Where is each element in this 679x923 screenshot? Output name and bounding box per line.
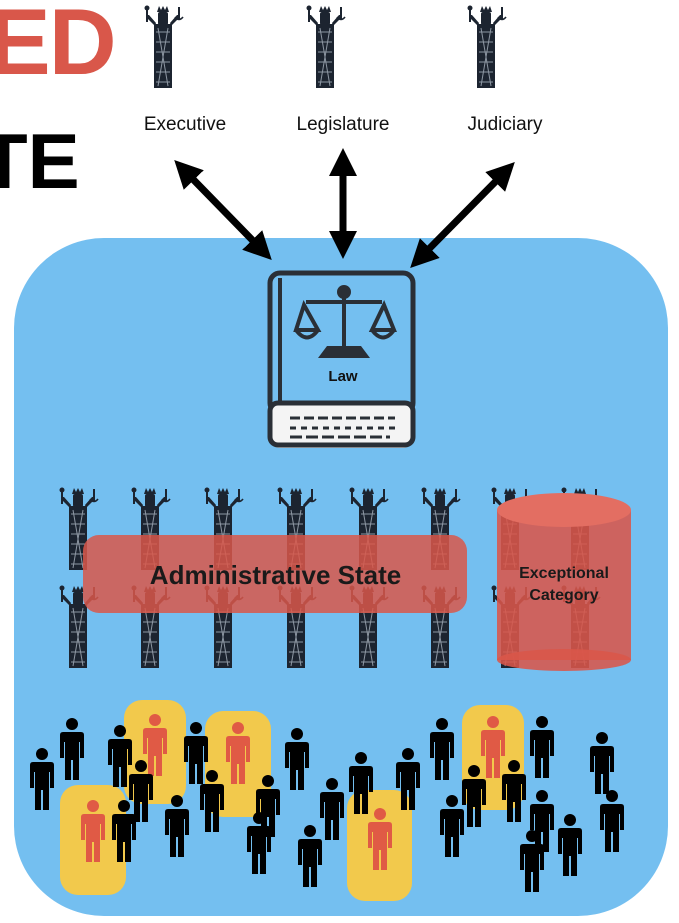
title-fragment-red: ED xyxy=(0,0,117,94)
exceptional-label-line2: Category xyxy=(529,587,599,604)
law-label: Law xyxy=(328,368,358,385)
scales-icon xyxy=(293,285,397,358)
exceptional-label-line1: Exceptional xyxy=(519,565,609,582)
exceptional-category-label: Exceptional Category xyxy=(500,563,628,607)
executive-label: Executive xyxy=(143,114,227,135)
judiciary-law-arrow xyxy=(410,162,515,268)
exceptional-category-cylinder xyxy=(497,493,631,671)
judiciary-king-icon xyxy=(466,4,507,89)
administrative-state-box xyxy=(83,535,467,613)
law-book-icon xyxy=(267,270,416,448)
legislature-king-icon xyxy=(305,4,346,89)
title-fragment-black: TE xyxy=(0,117,80,205)
administrative-state-label: Administrative State xyxy=(149,560,402,590)
executive-law-arrow xyxy=(174,159,272,261)
judiciary-label: Judiciary xyxy=(467,114,543,135)
executive-king-icon xyxy=(143,4,184,89)
legislature-label: Legislature xyxy=(296,114,390,135)
